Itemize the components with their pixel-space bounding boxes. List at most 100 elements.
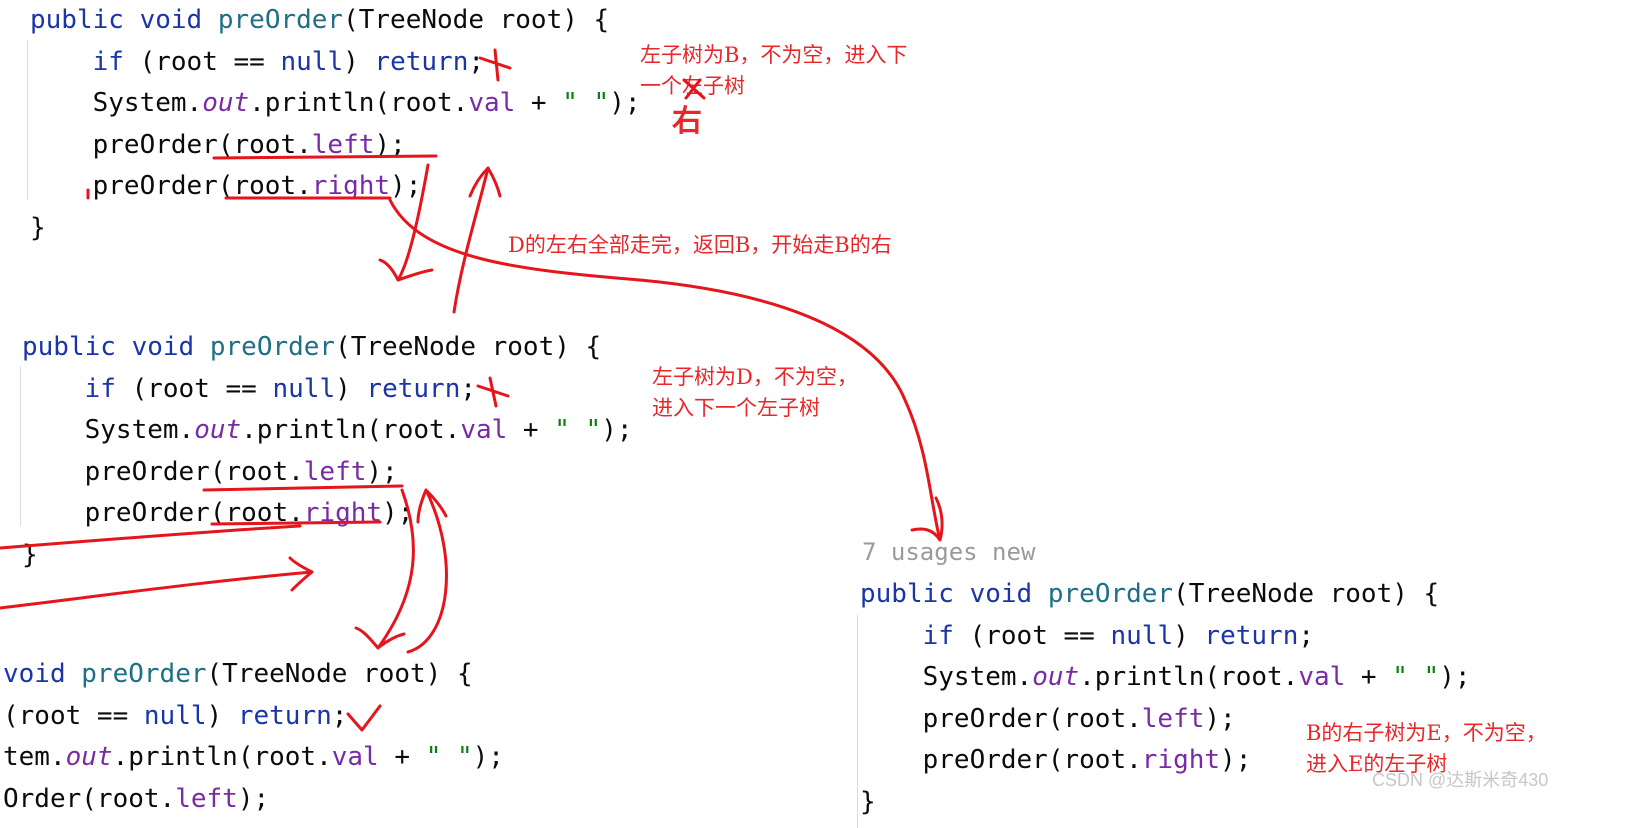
code-token: System. — [860, 662, 1033, 692]
indent-guide — [857, 615, 858, 828]
annotation-right-correction: 右 — [672, 104, 702, 139]
code-token: } — [30, 212, 46, 243]
code-token: if — [84, 373, 132, 404]
code-token: out — [202, 88, 250, 118]
code-token: right — [1141, 745, 1221, 775]
code-token: out — [194, 415, 242, 445]
code-token: .println(root. — [241, 415, 461, 445]
code-line: System.out.println(root.val + " "); — [30, 83, 641, 125]
code-token: ); — [472, 742, 504, 772]
code-token: void — [3, 659, 82, 689]
code-token: Order(root. — [3, 783, 176, 814]
code-token: val — [460, 415, 508, 445]
code-token: out — [1032, 662, 1080, 692]
arrow-d-to-null — [354, 488, 415, 650]
code-token: val — [1298, 662, 1346, 692]
code-token: right — [311, 171, 391, 201]
code-token: " " — [562, 88, 610, 118]
code-line: System.out.println(root.val + " "); — [860, 657, 1471, 699]
code-token: (root == — [3, 700, 144, 731]
cross-mark-b — [478, 48, 512, 82]
code-line: if (root == null) return; — [30, 42, 641, 84]
code-token: + — [378, 742, 426, 772]
code-token: .println(root. — [249, 88, 469, 118]
code-token: + — [507, 415, 555, 445]
code-token: if — [92, 46, 140, 77]
underline-d-right — [210, 520, 382, 526]
usages-hint: 7 usages new — [862, 538, 1036, 566]
code-token: " " — [554, 415, 602, 445]
code-token: " " — [425, 742, 473, 772]
code-line: System.out.println(root.val + " "); — [22, 410, 633, 452]
code-token: null — [1110, 620, 1174, 651]
code-line: public void preOrder(TreeNode root) { — [22, 327, 633, 369]
code-line: if (root == null) return; — [860, 616, 1471, 658]
arrow-d-to-b — [452, 166, 502, 314]
code-token: ); — [366, 456, 398, 487]
code-token: preOrder(root. — [30, 171, 312, 201]
code-token: out — [65, 742, 113, 772]
code-line: preOrder(root.right); — [30, 166, 641, 208]
code-line: preOrder(root.right); — [860, 740, 1471, 782]
code-block-null-child: void preOrder(TreeNode root) {(root == n… — [3, 654, 504, 820]
arrow-b-to-d — [378, 163, 434, 282]
code-token: null — [272, 373, 336, 404]
code-token: .println(root. — [1079, 662, 1299, 692]
check-mark-null — [346, 704, 382, 732]
code-line: (root == null) return; — [3, 696, 504, 738]
code-token: ; — [460, 373, 476, 404]
code-token: val — [468, 88, 516, 118]
strike-mark-b — [682, 78, 706, 100]
code-line: preOrder(root.left); — [30, 125, 641, 167]
code-token: preOrder — [1047, 579, 1174, 609]
arrow-null-to-d — [406, 488, 448, 654]
code-token: ); — [601, 415, 633, 445]
code-token: preOrder(root. — [860, 745, 1142, 775]
code-token: ); — [1220, 745, 1252, 775]
annotation-return-to-b: D的左右全部走完，返回B，开始走B的右 — [508, 233, 892, 257]
code-line: public void preOrder(TreeNode root) { — [30, 0, 641, 42]
code-token: left — [1141, 703, 1205, 734]
underline-d-left — [202, 484, 404, 492]
code-token: val — [331, 742, 379, 772]
code-token: ) — [335, 373, 367, 404]
code-token: return — [237, 700, 332, 731]
code-token: preOrder — [81, 659, 207, 689]
code-token: return — [366, 373, 461, 404]
code-token: ); — [1439, 662, 1471, 692]
code-token: preOrder(root. — [30, 129, 312, 160]
code-token: public — [860, 579, 970, 609]
code-token: (root == — [139, 46, 281, 77]
code-token: void — [139, 5, 218, 35]
code-token: .println(root. — [112, 742, 332, 772]
code-line: } — [860, 782, 1471, 824]
code-token: System. — [22, 415, 195, 445]
annotation-e-left-subtree: B的右子树为E，不为空， 进入E的左子树 — [1306, 721, 1547, 776]
code-token: return — [374, 46, 469, 77]
code-token: left — [311, 129, 375, 160]
code-token: (TreeNode root) { — [206, 659, 473, 689]
arrow-return-left — [0, 524, 302, 550]
code-token: preOrder(root. — [22, 456, 304, 487]
code-line: void preOrder(TreeNode root) { — [3, 654, 504, 696]
code-token: void — [131, 332, 210, 362]
arrow-b-right-to-e — [388, 198, 944, 542]
code-token: void — [969, 579, 1048, 609]
code-token: null — [143, 700, 207, 731]
code-token: tem. — [3, 742, 66, 772]
code-token: ); — [237, 783, 270, 814]
code-token: (root == — [969, 620, 1111, 651]
code-token: preOrder — [217, 5, 344, 35]
underline-b-left — [212, 154, 438, 160]
csdn-watermark: CSDN @达斯米奇430 — [1372, 770, 1549, 790]
arrow-return-forward — [0, 556, 314, 610]
code-token: " " — [1392, 662, 1440, 692]
code-token: ); — [1204, 703, 1236, 734]
code-block-e: public void preOrder(TreeNode root) { if… — [860, 574, 1471, 823]
code-token: ); — [609, 88, 641, 118]
code-token: ; — [468, 46, 484, 77]
code-token: left — [303, 456, 367, 487]
code-token: preOrder(root. — [860, 703, 1142, 734]
code-line: preOrder(root.left); — [22, 452, 633, 494]
